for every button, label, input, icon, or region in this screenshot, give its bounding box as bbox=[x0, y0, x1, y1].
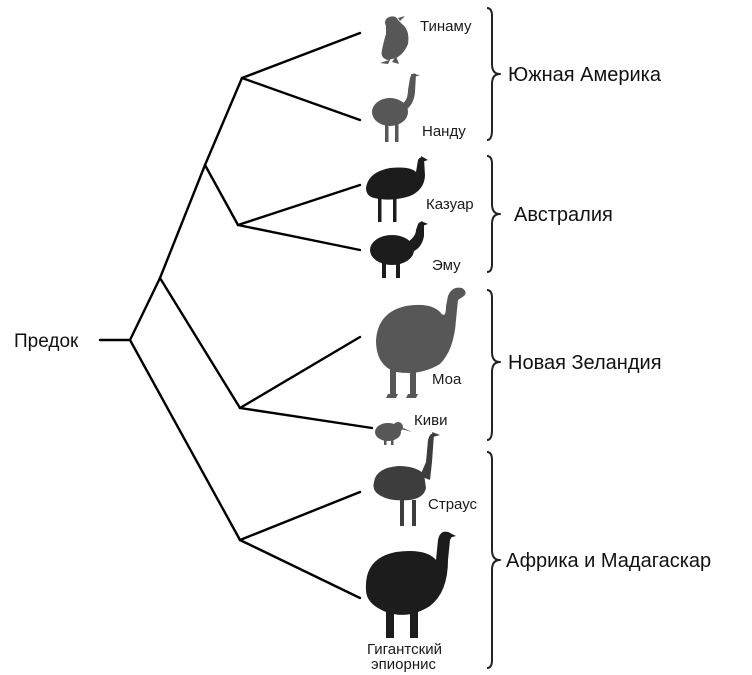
branch-tinamou bbox=[242, 33, 360, 78]
branch-ostrich bbox=[240, 492, 360, 540]
brace-south-america bbox=[487, 8, 500, 140]
branch-to-au bbox=[205, 165, 238, 225]
kiwi-label: Киви bbox=[414, 412, 447, 429]
elephant-bird-label-line2: эпиорнис bbox=[371, 656, 437, 673]
tinamou-label: Тинаму bbox=[420, 18, 472, 35]
kiwi-icon bbox=[375, 422, 412, 445]
brace-australia bbox=[487, 156, 500, 272]
branch-to-sa bbox=[205, 78, 242, 165]
region-australia: Австралия bbox=[514, 204, 613, 226]
emu-label: Эму bbox=[432, 257, 461, 274]
branch-emu bbox=[238, 225, 360, 250]
branch-cassowary bbox=[238, 185, 360, 225]
brace-new-zealand bbox=[487, 290, 500, 440]
branch-kiwi bbox=[240, 408, 372, 428]
branch-moa bbox=[240, 337, 360, 408]
branch-root-lower bbox=[130, 340, 240, 540]
tinamou-icon bbox=[380, 16, 408, 64]
region-new-zealand: Новая Зеландия bbox=[508, 352, 662, 374]
branch-to-nz bbox=[160, 278, 240, 408]
rhea-label: Нанду bbox=[422, 123, 466, 140]
region-africa-madagascar: Африка и Мадагаскар bbox=[506, 550, 711, 572]
cassowary-icon bbox=[366, 156, 428, 222]
region-south-america: Южная Америка bbox=[508, 64, 662, 86]
branch-to-sa-au bbox=[160, 165, 205, 278]
branch-rhea bbox=[242, 78, 360, 120]
moa-label: Моа bbox=[432, 371, 462, 388]
rhea-icon bbox=[372, 74, 420, 143]
branch-elephant-bird bbox=[240, 540, 360, 598]
cassowary-label: Казуар bbox=[426, 196, 474, 213]
branch-root-upper bbox=[130, 278, 160, 340]
brace-africa-madagascar bbox=[487, 452, 500, 668]
tree-branches bbox=[100, 33, 372, 598]
emu-icon bbox=[370, 221, 428, 278]
elephant-bird-icon bbox=[366, 532, 456, 638]
ostrich-label: Страус bbox=[428, 496, 478, 513]
ancestor-label: Предок bbox=[14, 331, 79, 352]
